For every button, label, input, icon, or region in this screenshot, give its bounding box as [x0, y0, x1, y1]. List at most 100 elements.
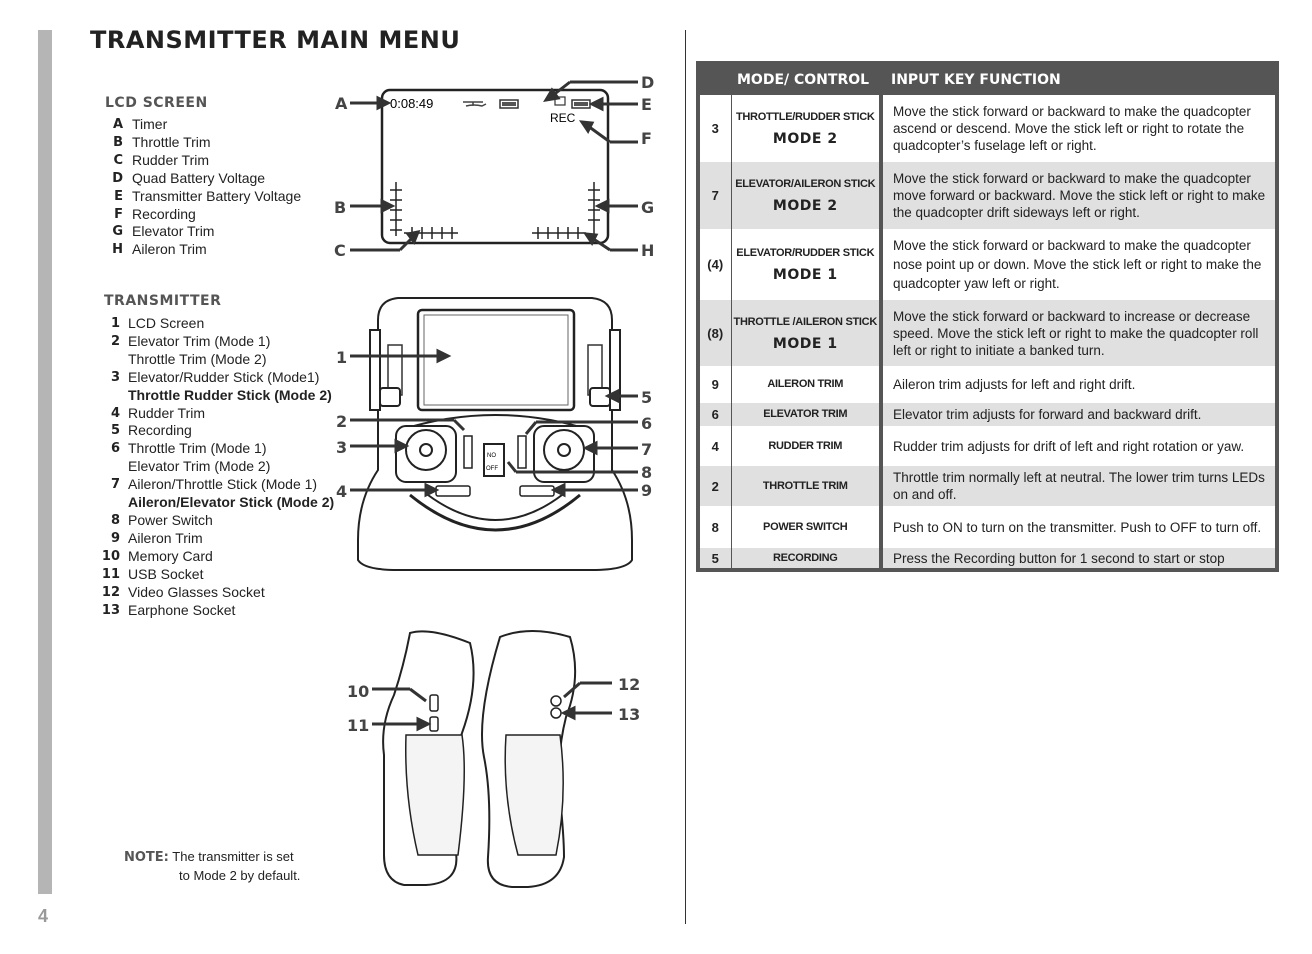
lcd-screen-diagram: 0:08:49 REC	[350, 80, 638, 252]
elevator-trim-bar	[588, 182, 600, 236]
rudder-trim-bar	[404, 227, 458, 239]
video-glasses-socket	[550, 695, 562, 707]
lcd-screen-frame	[380, 88, 610, 245]
switch-off-label: OFF	[486, 466, 498, 472]
callout-h: H	[641, 241, 655, 260]
callout-7: 7	[641, 440, 653, 459]
transmitter-heading: TRANSMITTER	[104, 293, 222, 309]
right-vertical-trim	[517, 435, 527, 469]
table-row: 6 ELEVATOR TRIM Elevator trim adjusts fo…	[700, 403, 1275, 426]
table-header-control: MODE/ CONTROL	[731, 65, 881, 95]
callout-b: B	[334, 198, 347, 217]
left-horizontal-trim	[435, 485, 471, 497]
callout-12: 12	[618, 675, 641, 694]
callout-g: G	[641, 198, 655, 217]
left-side-button	[379, 387, 401, 407]
table-row: 8 POWER SWITCH Push to ON to turn on the…	[700, 506, 1275, 548]
callout-11: 11	[347, 716, 370, 735]
callout-c: C	[334, 241, 346, 260]
table-header-empty	[700, 65, 731, 95]
lcd-heading: LCD SCREEN	[105, 95, 208, 111]
earphone-socket	[550, 707, 562, 719]
callout-a: A	[335, 94, 348, 113]
aileron-trim-bar	[532, 227, 586, 239]
table-row: 5 RECORDING Press the Recording button f…	[700, 548, 1275, 568]
page-side-bar	[38, 30, 52, 894]
right-horizontal-trim	[519, 485, 555, 497]
page-number: 4	[38, 906, 49, 926]
right-grip-panel	[504, 734, 564, 856]
callout-6: 6	[641, 414, 653, 433]
transmitter-icon	[554, 96, 566, 106]
callout-5: 5	[641, 388, 653, 407]
column-divider	[685, 30, 686, 924]
transmitter-front-diagram: NO OFF	[350, 297, 638, 571]
left-grip-panel	[405, 734, 465, 856]
lcd-callout-arrows	[350, 80, 638, 252]
memory-card-slot	[429, 694, 439, 712]
table-row: 2 THROTTLE TRIM Throttle trim normally l…	[700, 466, 1275, 506]
callout-2: 2	[336, 412, 348, 431]
left-vertical-trim	[463, 435, 473, 469]
lcd-rec-text: REC	[550, 111, 576, 125]
callout-3: 3	[336, 438, 348, 457]
handle-arc	[409, 493, 581, 532]
page-title: TRANSMITTER MAIN MENU	[90, 26, 461, 54]
table-header-function: INPUT KEY FUNCTION	[881, 65, 1275, 95]
callout-9: 9	[641, 481, 653, 500]
callout-d: D	[641, 73, 655, 92]
lcd-screen	[416, 308, 576, 412]
table-header-row: MODE/ CONTROL INPUT KEY FUNCTION	[700, 65, 1275, 95]
callout-e: E	[641, 95, 652, 114]
callout-4: 4	[336, 482, 348, 501]
handle-arc-inner	[427, 494, 563, 521]
left-stick-gimbal	[395, 425, 457, 483]
callout-13: 13	[618, 705, 641, 724]
callout-f: F	[641, 129, 652, 148]
body-seam	[399, 414, 591, 431]
power-switch	[483, 443, 505, 477]
lcd-screen-inner	[423, 314, 569, 406]
mode-note: NOTE: The transmitter is set to Mode 2 b…	[124, 849, 301, 883]
throttle-trim-bar	[390, 182, 402, 236]
switch-on-label: NO	[487, 453, 496, 459]
tx-battery-fill-icon	[574, 102, 588, 106]
function-table: MODE/ CONTROL INPUT KEY FUNCTION 3 THROT…	[696, 61, 1279, 572]
table-row: 9 AILERON TRIM Aileron trim adjusts for …	[700, 366, 1275, 403]
quad-battery-fill-icon	[502, 102, 516, 106]
table-row: 4 RUDDER TRIM Rudder trim adjusts for dr…	[700, 426, 1275, 466]
callout-10: 10	[347, 682, 370, 701]
side-callout-arrows	[372, 681, 612, 732]
callout-8: 8	[641, 463, 653, 482]
right-stick-gimbal	[533, 425, 595, 483]
callout-1: 1	[336, 348, 348, 367]
transmitter-callout-arrows	[350, 348, 638, 498]
transmitter-side-diagram	[372, 630, 612, 888]
